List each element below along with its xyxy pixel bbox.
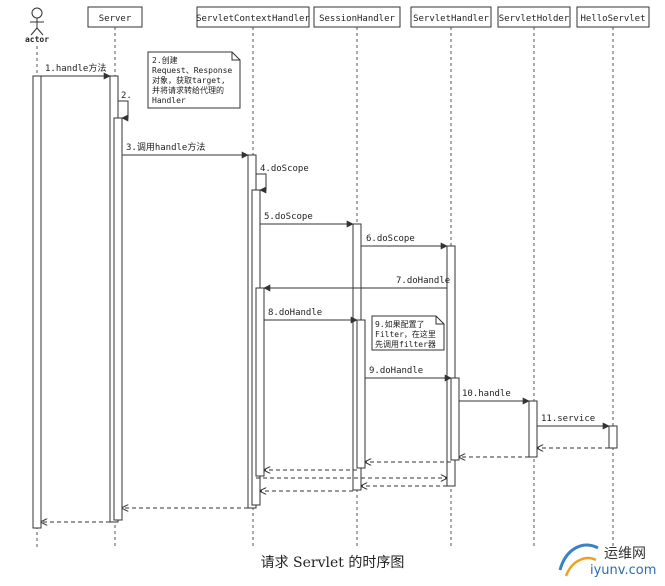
- activation-helloservlet: [608, 425, 618, 449]
- watermark-logo: [558, 543, 599, 577]
- activation-server-2: [113, 117, 123, 521]
- diagram-caption: 请求 Servlet 的时序图: [260, 555, 405, 571]
- message-8-label: 8.doHandle: [268, 308, 322, 318]
- note-1-line-2: Request、Response: [152, 66, 232, 75]
- lifeline-label-servlethandler: ServletHandler: [413, 14, 489, 24]
- lifeline-header-sessionhandler: SessionHandler: [313, 6, 401, 28]
- watermark-name: 运维网: [604, 546, 646, 562]
- note-1-line-4: 并将请求转给代理的: [152, 85, 224, 95]
- note-2-line-1: 9.如果配置了: [375, 319, 425, 329]
- activation-sh-2: [356, 319, 366, 469]
- note-1-line-5: Handler: [152, 96, 186, 105]
- note-2-line-3: 先调用filter器: [375, 339, 436, 349]
- message-5-label: 5.doScope: [264, 212, 313, 222]
- lifeline-label-servletcontexthandler: ServletContextHandler: [196, 14, 310, 24]
- lifeline-label-server: Server: [99, 14, 132, 24]
- lifeline-header-helloservlet: HelloServlet: [576, 6, 650, 28]
- note-create-request: 2.创建 Request、Response 对象，获取target, 并将请求转…: [147, 51, 241, 109]
- message-10-label: 10.handle: [462, 389, 511, 399]
- lifeline-label-servletholder: ServletHolder: [499, 14, 570, 24]
- note-2-line-2: Filter，在这里: [375, 329, 436, 339]
- message-7-label: 7.doHandle: [396, 276, 450, 286]
- lifeline-header-servletholder: ServletHolder: [497, 6, 571, 28]
- message-1-label: 1.handle方法: [45, 62, 106, 74]
- message-9-label: 9.doHandle: [369, 366, 423, 376]
- lifeline-header-server: Server: [87, 6, 143, 28]
- actor-label: actor: [25, 35, 49, 44]
- actor-figure: [30, 7, 44, 36]
- lifeline-label-helloservlet: HelloServlet: [580, 14, 645, 24]
- activation-servlethandler-1: [446, 245, 456, 487]
- watermark-site: iyunv.com: [590, 563, 657, 578]
- activation-sch-3: [255, 287, 265, 477]
- message-4-arrow: [256, 173, 267, 194]
- message-3-label: 3.调用handle方法: [126, 141, 205, 153]
- lifeline-label-sessionhandler: SessionHandler: [319, 14, 395, 24]
- message-4-label: 4.doScope: [260, 164, 309, 174]
- message-2-arrow: [118, 100, 129, 122]
- message-2-label: 2.: [121, 91, 132, 101]
- message-11-label: 11.service: [541, 414, 595, 424]
- note-1-line-3: 对象，获取target,: [152, 75, 226, 85]
- lifeline-header-servlethandler: ServletHandler: [410, 6, 492, 28]
- lifeline-header-servletcontexthandler: ServletContextHandler: [196, 6, 310, 28]
- note-filter: 9.如果配置了 Filter，在这里 先调用filter器: [371, 315, 445, 351]
- message-6-label: 6.doScope: [366, 234, 415, 244]
- activation-servletholder: [528, 400, 538, 458]
- note-1-line-1: 2.创建: [152, 55, 178, 65]
- activation-servlethandler-2: [450, 377, 460, 461]
- activation-actor: [32, 75, 42, 529]
